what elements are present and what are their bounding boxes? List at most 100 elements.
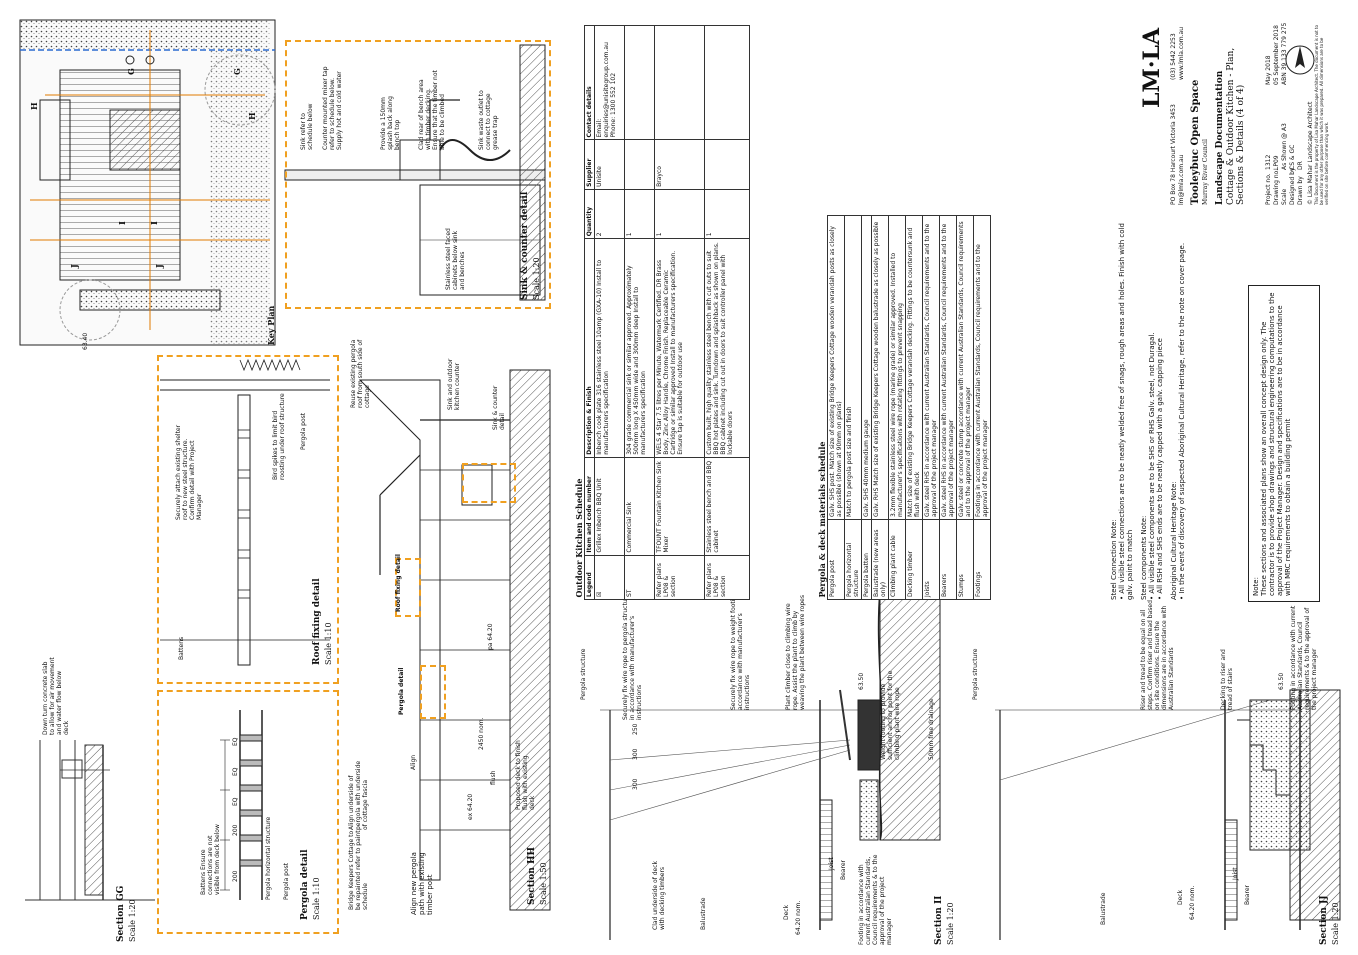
table-cell: TFOUNT Fountain Kitchen Sink Mixer	[654, 457, 705, 556]
pergola-dim-eq2: EQ	[232, 767, 239, 776]
gg-downturn-note: Down turn concrete slab to allow for air…	[42, 657, 70, 735]
kitchen-col-description: Description & Finish	[584, 238, 595, 458]
steel-connection-text: All visible steel connections are to be …	[1118, 223, 1134, 600]
sink-detail-scale: Scale 1:20	[532, 257, 541, 300]
ii-pergola-structure-label: Pergola structure	[580, 648, 587, 700]
proposed-deck-note: Proposed deck to finish flush with exist…	[515, 740, 536, 810]
table-cell: Joists	[922, 519, 940, 600]
ii-securely-fix-note: Securely fix wire rope to pergola struct…	[622, 593, 643, 720]
jj-footing-note: Footing in accordance with current Austr…	[1290, 605, 1318, 710]
jj-joist-label: Joist	[1232, 867, 1239, 880]
key-plan-marker-h1: H	[29, 102, 39, 110]
firm-address: PO Box 78 Harcourt Victoria 3453	[1170, 104, 1177, 205]
field-scale-value: As Shown @ A3	[1281, 123, 1288, 170]
table-row: Refer plans LP08 & section TFOUNT Founta…	[654, 25, 705, 600]
key-plan-marker-g2: G	[232, 68, 242, 75]
title-block: LM·LA PO Box 78 Harcourt Victoria 3453 l…	[1139, 20, 1340, 205]
field-project-no-value: 1312	[1265, 154, 1272, 170]
jj-deck-label: Deck	[1177, 889, 1184, 905]
pergola-detail-scale: Scale 1:10	[312, 877, 321, 920]
table-cell: 2	[594, 189, 625, 239]
pergola-dim-eq1: EQ	[232, 797, 239, 806]
north-arrow-icon	[1285, 45, 1315, 75]
jj-bearer-label: Bearer	[1244, 885, 1251, 905]
pergola-dim-200a: 200	[232, 870, 239, 882]
field-designed-value: CS & GC	[1289, 144, 1296, 170]
ii-6350-label: 63.50	[858, 672, 865, 690]
hh-roof-callout	[395, 558, 421, 617]
pergola-dim-200b: 200	[232, 824, 239, 836]
kitchen-schedule-caption: Outdoor Kitchen Schedule	[574, 478, 584, 598]
kitchen-col-legend: Legend	[584, 555, 595, 600]
dim-2450-label: 2450 nom.	[478, 717, 485, 750]
section-jj-scale: Scale 1:20	[1331, 902, 1340, 945]
table-cell: Balustrade (new areas only)	[871, 519, 889, 600]
reuse-roof-note: Reuse existing pergola roof from south s…	[350, 339, 371, 408]
roof-pergola-post-label: Pergola post	[300, 412, 307, 450]
battens-label: Battens	[178, 636, 185, 660]
sink-detail-ref: Sink & counter detail	[492, 385, 506, 430]
field-scale-label: Scale	[1281, 188, 1288, 205]
section-gg-scale: Scale 1:20	[128, 899, 137, 942]
ii-joist-label: Joist	[828, 857, 835, 870]
field-drawn-value: DR	[1297, 161, 1304, 170]
section-ii-scale: Scale 1:20	[946, 902, 955, 945]
ii-drainage-label: 50mm free drainage	[928, 698, 935, 760]
pergola-dim-eq3: EQ	[232, 737, 239, 746]
sink-detail-frame	[285, 40, 551, 309]
project-name: Tooleybuc Open Space	[1190, 79, 1201, 205]
align-underside-note: Align underside of pergola with undersid…	[348, 760, 369, 830]
table-cell	[704, 25, 750, 140]
table-cell: Footings in accordance with current Aust…	[973, 215, 991, 520]
steel-connection-item: • All visible steel connections are to b…	[1118, 223, 1134, 600]
notes-block: Steel Connection Note: • All visible ste…	[1110, 210, 1186, 600]
sink-waste-note: Sink waste outlet to connect to cottage …	[478, 90, 499, 150]
hh-sink-callout	[462, 463, 516, 503]
ii-footing-note: Footing in accordance with current Austr…	[858, 854, 893, 945]
roof-fixing-title: Roof fixing detail	[312, 578, 322, 665]
table-row: Balustrade (new areas only)Galv. RHS Mat…	[871, 215, 889, 600]
table-cell: Pergola post	[827, 519, 845, 600]
roof-fixing-frame	[157, 355, 339, 684]
table-cell	[624, 25, 655, 140]
table-cell: Refer plans LP08 & section	[654, 555, 705, 600]
table-cell: Match size of existing Bridge Keepers Co…	[905, 215, 923, 520]
hh-pergola-callout	[420, 665, 446, 719]
kitchen-col-contact: Contact details	[584, 25, 595, 140]
key-plan-marker-i2: I	[149, 221, 159, 225]
sink-detail-title: Sink & counter detail	[520, 191, 530, 300]
hh-flush-label: flush	[490, 770, 497, 785]
section-ii-drawing	[600, 589, 941, 940]
ii-clad-underside-note: Clad underside of deck with decking timb…	[652, 861, 666, 930]
section-jj-title: Section JJ	[1319, 895, 1329, 945]
field-project-no-label: Project no.	[1265, 173, 1272, 205]
table-cell: Refer plans LP08 & section	[704, 555, 750, 600]
table-cell: Grillex Inbench BBQ Unit	[594, 457, 625, 556]
section-hh-title: Section HH	[527, 847, 537, 905]
section-gg-drawing	[25, 740, 155, 901]
jj-6420-label: 64.20 nom.	[1189, 885, 1196, 920]
table-cell: Galv. steel or concrete stump accordance…	[956, 215, 974, 520]
key-plan-marker-j1: J	[69, 264, 79, 268]
table-cell: Stainless steel bench and BBQ cabinet	[704, 457, 750, 556]
general-note-text: These sections and associated plans show…	[1260, 292, 1292, 596]
sink-refer-note: Sink refer to schedule below	[300, 103, 314, 150]
steel-components-item-2: • All RSH and SHS ends are to be neatly …	[1156, 338, 1164, 600]
table-cell: Galv. SHS post. Match size of existing B…	[827, 215, 845, 520]
table-row: Refer plans LP08 & section Stainless ste…	[704, 25, 750, 600]
field-drawn-label: Drawn by	[1297, 176, 1304, 205]
jj-riser-tread-note: Riser and tread to be equal on all steps…	[1140, 600, 1175, 710]
pa-6420-label: pa 64.20	[487, 623, 494, 650]
field-date-value: May 2018	[1265, 55, 1272, 85]
jj-6350-label: 63.50	[1278, 672, 1285, 690]
bird-spikes-note: Bird spikes to limit bird roosting under…	[272, 393, 286, 480]
table-cell: Custom built, high quality stainless ste…	[704, 238, 750, 458]
table-cell: Galv. SHS 40mm medium gauge	[861, 215, 872, 520]
ii-dim-250: 250	[632, 723, 639, 735]
